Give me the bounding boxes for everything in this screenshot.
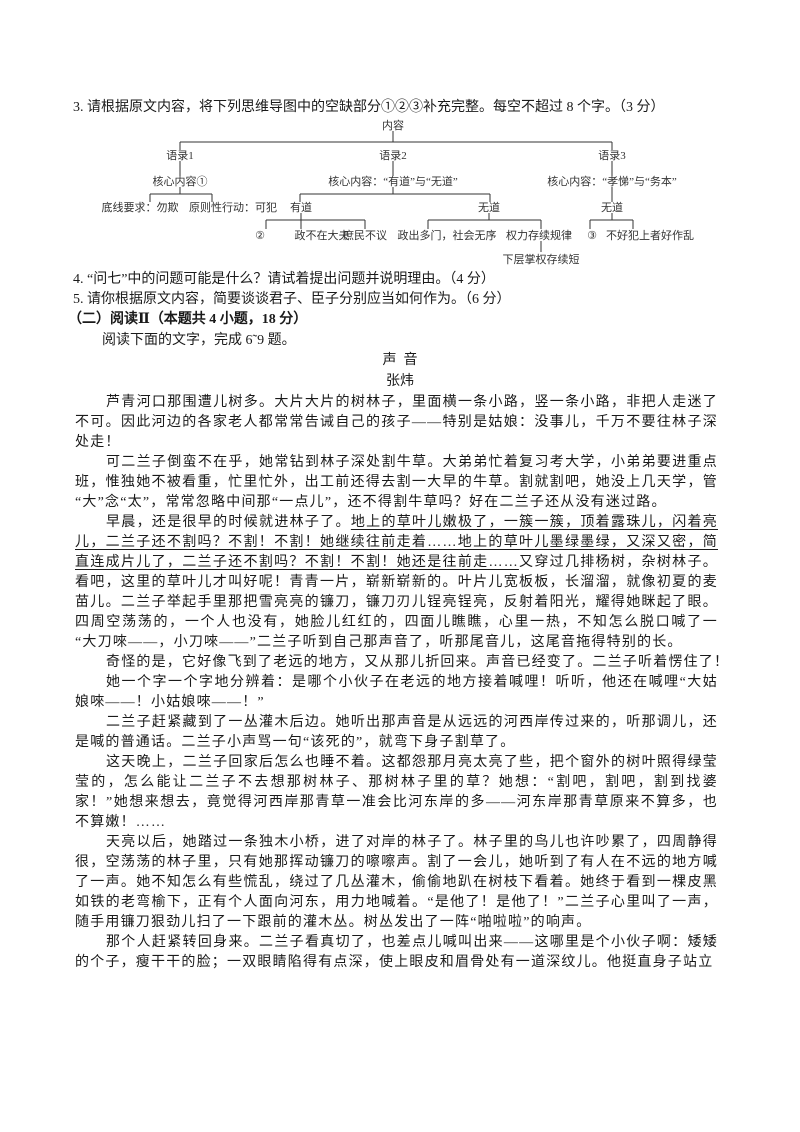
node-yulu1-core: 核心内容① [153,174,208,188]
text-line: 这天晚上，二兰子回家后怎么也睡不着。这都怨那月亮太亮了些，把个窗外的树叶照得绿莹 [106,755,718,770]
node-quanli-cunxu: 权力存续规律 [506,228,572,242]
text-line: 直连成片儿了，二兰子还不割吗？不割！不割！她还是往前走……又穿过几排杨树，杂树林… [75,553,718,573]
text-line: 娘唻——！小姑娘唻——！” [75,695,265,710]
section-heading: （二）阅读Ⅱ（本题共 4 小题，18 分） [68,312,308,327]
text-line: 班，惟独她不被看重，忙里忙外，出工前还得去割一大早的牛草。割就割吧，她没上几天学… [75,475,718,490]
text-line: 很，空荡荡的林子里，只有她那挥动镰刀的嚓嚓声。割了一会儿，她听到了有人在不远的地… [75,855,718,870]
node-bu-hao-fanshang: 不好犯上者好作乱 [606,228,694,242]
node-xiaceng: 下层掌权存续短 [503,252,580,266]
underlined-text: 地上的草叶儿嫩极了，一簇一簇，顶着露珠儿，闪着亮 [350,515,718,530]
text-line: 家！”她想来想去，竟觉得河西岸那青草一准会比河东岸的多——河东岸那青草原来不算多… [75,795,718,810]
question-5: 5. 请你根据原文内容，简要谈谈君子、臣子分别应当如何作为。（6 分） [73,292,511,307]
node-yulu3-core: 核心内容：“孝悌”与“务本” [547,174,677,188]
text-line: 莹的，怎么能让二兰子不去想那树林子、那树林子里的草？她想：“割吧，割吧，割到找婆 [75,775,718,790]
node-shumin-buyi: 庶民不议 [343,228,387,242]
node-yulu3: 语录3 [598,149,626,162]
text-line: 奇怪的是，它好像飞到了老远的地方，又从那儿折回来。声音已经变了。二兰子听着愣住了… [106,655,730,670]
question-4: 4. “问七”中的问题可能是什么？请试着提出问题并说明理由。（4 分） [73,272,495,287]
paragraph: 二兰子赶紧藏到了一丛灌木后边。她听出那声音是从远远的河西岸传过来的，听那调儿，还… [75,713,718,753]
article-author: 张炜 [386,374,414,389]
text-line: “大刀唻——，小刀唻——”二兰子听到自己那声音了，听那尾音儿，这尾音拖得特别的长… [75,635,683,650]
text-line: 如铁的老弯榆下，正有个人面向河东，用力地喊着。“是他了！是他了！”二兰子心里叫了… [75,895,718,910]
text-line: 苗儿。二兰子举起手里那把雪亮亮的镰刀，镰刀刃儿锃亮锃亮，反射着阳光，耀得她眯起了… [75,595,718,610]
text-line: 不可。因此河边的各家老人都常常告诫自己的孩子——特别是姑娘：没事儿，千万不要往林… [75,415,718,430]
text-line: 不算嫩！…… [75,815,167,830]
text-line: “大”念“太”，常常忽略中间那“一点儿”，还不得割牛草吗？好在二兰子还从没有迷过… [75,495,667,510]
question-3: 3. 请根据原文内容，将下列思维导图中的空缺部分①②③补充完整。每空不超过 8 … [73,100,665,115]
text-line: 的个子，瘦干干的脸；一双眼睛陷得有点深，使上眼皮和眉骨处有一道深纹儿。他挺直身子… [75,955,714,970]
paragraph: 这天晚上，二兰子回家后怎么也睡不着。这都怨那月亮太亮了些，把个窗外的树叶照得绿莹… [75,753,718,833]
text-line: 可二兰子倒蛮不在乎，她常钻到林子深处割牛草。大弟弟忙着复习考大学，小弟弟要进重点 [106,455,718,470]
mind-map-lines [149,131,634,252]
node-zheng-chu-duomen: 政出多门，社会无序 [398,228,497,242]
paragraph: 她一个字一个字地分辨着：是哪个小伙子在老远的地方接着喊哩！听听，他还在喊哩“大姑… [75,673,718,713]
paragraph: 可二兰子倒蛮不在乎，她常钻到林子深处割牛草。大弟弟忙着复习考大学，小弟弟要进重点… [75,453,718,513]
node-yulu1-right: 原则性行动：可犯 [189,200,277,214]
section-instruction: 阅读下面的文字，完成 6˜9 题。 [102,333,296,348]
text-line: 儿，二兰子还不割吗？不割！不割！她继续往前走着……地上的草叶儿墨绿墨绿，又深又密… [75,533,718,553]
article-title: 声 音 [382,353,418,368]
text-segment: 早晨，还是很早的时候就进林子了。 [106,515,351,530]
paragraph: 早晨，还是很早的时候就进林子了。地上的草叶儿嫩极了，一簇一簇，顶着露珠儿，闪着亮… [75,513,718,653]
text-line: 了一声。她不知怎么有些慌乱，绕过了几丛灌木，偷偷地趴在树枝下看着。她终于看到一棵… [75,875,718,890]
node-blank-3: ③ [587,230,597,242]
paragraph: 天亮以后，她踏过一条独木小桥，进了对岸的林子了。林子里的鸟儿也许吵累了，四周静得… [75,833,718,933]
underlined-text: 直连成片儿了，二兰子还不割吗？不割！不割！她还是往前走…… [75,555,519,570]
article-body: 芦青河口那围遭儿树多。大片大片的树林子，里面横一条小路，竖一条小路，非把人走迷了… [75,393,730,973]
text-segment: 又穿过几排杨树，杂树林子。 [518,555,718,570]
node-wudao-3: 无道 [601,200,623,214]
text-line: 二兰子赶紧藏到了一丛灌木后边。她听出那声音是从远远的河西岸传过来的，听那调儿，还 [106,715,718,730]
node-yulu1-left: 底线要求：勿欺 [102,200,179,214]
text-line: 芦青河口那围遭儿树多。大片大片的树林子，里面横一条小路，竖一条小路，非把人走迷了 [106,395,718,410]
text-line: 处走！ [75,435,121,450]
node-zheng-bu-zai-dafu: 政不在大夫 [295,228,350,242]
text-line: 四周空荡荡的，一个人也没有，她脸儿红红的，四面儿瞧瞧，心里一热，不知怎么脱口喊了… [75,615,718,630]
node-yulu2-core: 核心内容：“有道”与“无道” [328,174,458,188]
node-wudao-2: 无道 [478,200,500,214]
mind-map-diagram: 内容 语录1 语录2 语录3 核心内容① 核心内容：“有道”与“无道” 核心内容… [102,118,695,266]
text-line: 早晨，还是很早的时候就进林子了。地上的草叶儿嫩极了，一簇一簇，顶着露珠儿，闪着亮 [75,513,718,533]
node-blank-2: ② [255,230,265,242]
node-yulu1: 语录1 [166,149,194,162]
node-yulu2: 语录2 [379,149,407,162]
paragraph: 奇怪的是，它好像飞到了老远的地方，又从那儿折回来。声音已经变了。二兰子听着愣住了… [75,653,730,673]
text-line: 随手用镰刀狠劲儿扫了一下跟前的灌木丛。树丛发出了一阵“啪啦啦”的响声。 [75,915,592,930]
text-line: 天亮以后，她踏过一条独木小桥，进了对岸的林子了。林子里的鸟儿也许吵累了，四周静得 [106,835,718,850]
node-root: 内容 [382,118,404,132]
paragraph: 芦青河口那围遭儿树多。大片大片的树林子，里面横一条小路，竖一条小路，非把人走迷了… [75,393,718,453]
paragraph: 那个人赶紧转回身来。二兰子看真切了，也差点儿喊叫出来——这哪里是个小伙子啊：矮矮… [75,933,718,973]
text-line: 是喊的普通话。二兰子小声骂一句“该死的”，就弯下身子割草了。 [75,735,516,750]
underlined-text: 儿，二兰子还不割吗？不割！不割！她继续往前走着……地上的草叶儿墨绿墨绿，又深又密… [75,535,718,550]
text-line: 那个人赶紧转回身来。二兰子看真切了，也差点儿喊叫出来——这哪里是个小伙子啊：矮矮 [106,935,718,950]
text-line: 看吧，这里的草叶儿才叫好呢！青青一片，崭新崭新的。叶片儿宽板板，长溜溜，就像初夏… [75,575,718,590]
node-youdao: 有道 [290,200,312,214]
text-line: 她一个字一个字地分辨着：是哪个小伙子在老远的地方接着喊哩！听听，他还在喊哩“大姑 [106,675,718,690]
